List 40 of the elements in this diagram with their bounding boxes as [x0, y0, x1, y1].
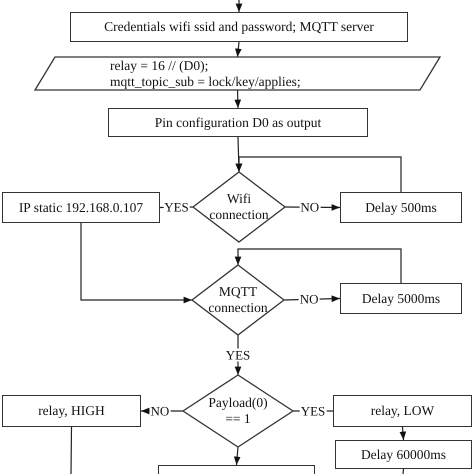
connector-line	[70, 427, 72, 474]
decision-diamond	[193, 172, 285, 242]
arrow	[234, 248, 402, 283]
node-text: Wifi connection	[208, 191, 270, 223]
process-box	[335, 440, 472, 469]
node-text: Delay 5000ms	[362, 290, 440, 306]
arrow	[235, 42, 242, 58]
code-line: relay = 16 // (D0);	[110, 58, 208, 74]
node-text: relay, HIGH	[38, 403, 105, 419]
node-text: Payload(0) == 1	[207, 395, 269, 427]
node-text: Pin configuration D0 as output	[154, 114, 322, 130]
arrow	[236, 0, 242, 12]
process-box	[108, 108, 368, 137]
arrow	[236, 156, 402, 192]
node-text: relay, LOW	[370, 403, 434, 419]
process-box	[2, 192, 160, 223]
edge-label: NO	[150, 404, 170, 418]
node-text: Credentials wifi ssid and password; MQTT server	[104, 19, 374, 35]
edge-label: YES	[224, 348, 252, 362]
node-text: Delay 500ms	[365, 200, 437, 216]
process-box	[2, 395, 141, 427]
arrow	[234, 446, 241, 466]
arrow	[80, 223, 192, 304]
node-text: MQTT connection	[207, 284, 269, 316]
edge-label: NO	[298, 292, 320, 306]
process-box	[340, 192, 462, 223]
process-box	[340, 283, 462, 314]
arrow	[400, 426, 406, 440]
data-parallelogram	[35, 57, 440, 90]
code-line: mqtt_topic_sub = lock/key/applies;	[110, 74, 301, 90]
node-text: IP static 192.168.0.107	[18, 200, 144, 216]
process-box	[70, 12, 408, 42]
connector-line	[402, 468, 404, 474]
edge-label: NO	[299, 200, 320, 214]
decision-diamond	[183, 375, 293, 447]
node-text: Delay 60000ms	[360, 446, 446, 462]
process-box	[333, 395, 472, 427]
edge-label: YES	[163, 200, 190, 214]
arrow	[234, 90, 242, 108]
decision-diamond	[192, 265, 284, 335]
